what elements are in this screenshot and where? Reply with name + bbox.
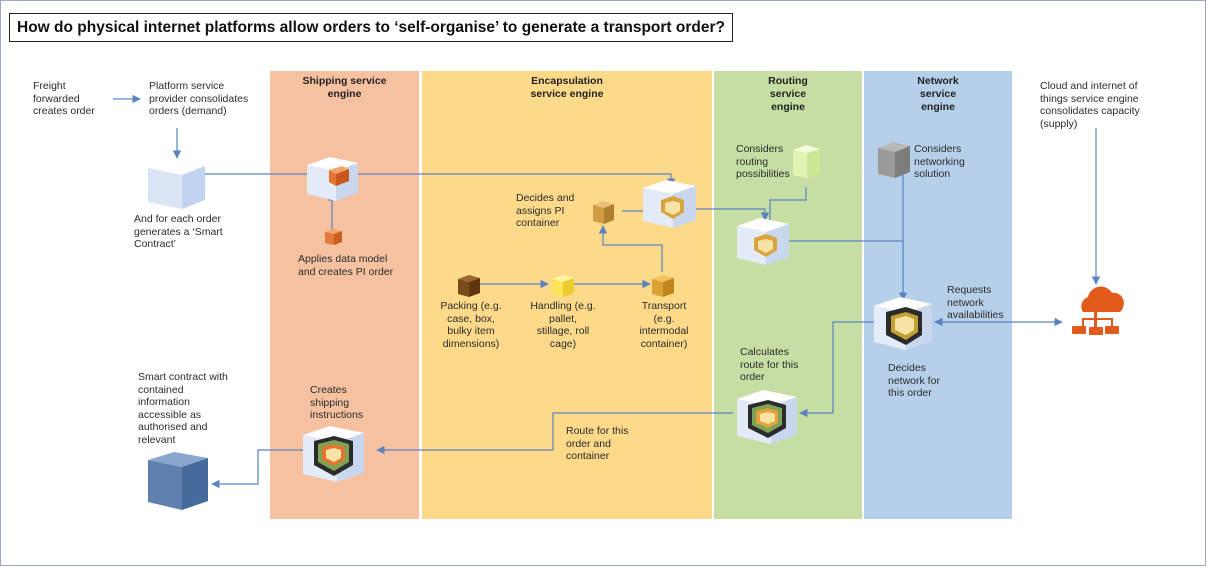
arrow-smartcontract-ship	[205, 173, 676, 187]
shipping-instructions-cube-icon	[303, 426, 364, 482]
arrow-encaps-routing	[690, 208, 770, 221]
pi-container-cube-icon	[643, 180, 696, 228]
decides-cube-icon	[593, 201, 614, 224]
routing-band: Routing service engine	[714, 71, 862, 519]
calculates-route-cube-icon	[737, 390, 797, 444]
arrow-route-shipping	[376, 412, 733, 455]
route-for-label: Route for this order and container	[566, 425, 629, 463]
cloud-icon	[1072, 286, 1124, 335]
decides-assigns-label: Decides and assigns PI container	[516, 192, 575, 230]
diagram-title: How do physical internet platforms allow…	[9, 13, 733, 42]
handling-cube-icon	[552, 275, 574, 297]
network-band-title: Network service engine	[917, 75, 959, 113]
smart-info-label: Smart contract with contained informatio…	[138, 371, 228, 446]
smart-contract-label: And for each order generates a ‘Smart Co…	[134, 213, 223, 251]
packing-label: Packing (e.g. case, box, bulky item dime…	[440, 300, 502, 350]
smart-contract-final-cube-icon	[148, 452, 208, 510]
decides-network-label: Decides network for this order	[888, 362, 940, 400]
network-cube-icon	[874, 297, 932, 350]
arrow-routing-network	[785, 240, 908, 301]
applies-label: Applies data model and creates PI order	[298, 253, 394, 278]
transport-label: Transport (e.g. intermodal container)	[639, 300, 689, 350]
freight-label: Freight forwarded creates order	[33, 80, 95, 118]
routing-cube-icon	[737, 218, 789, 265]
requests-label: Requests network availabilities	[947, 284, 1004, 322]
arrow-routing-green	[769, 187, 807, 220]
creates-shipping-label: Creates shipping instructions	[310, 384, 364, 422]
packing-cube-icon	[458, 275, 480, 297]
routing-band-title: Routing service engine	[768, 75, 808, 113]
networking-solution-cube-icon	[878, 142, 910, 178]
handling-label: Handling (e.g. pallet, stillage, roll ca…	[530, 300, 596, 350]
arrow-shipping-smart	[211, 449, 303, 489]
considers-routing-label: Considers routing possibilities	[736, 143, 790, 181]
calculates-label: Calculates route for this order	[740, 346, 799, 384]
data-model-cube-icon	[325, 229, 342, 245]
routing-possibilities-cube-icon	[793, 145, 820, 178]
smart-contract-cube-icon	[148, 160, 205, 209]
transport-cube-icon	[652, 275, 674, 297]
arrow-network-calc	[799, 321, 880, 418]
pi-order-cube-icon	[307, 157, 358, 201]
cloud-label: Cloud and internet of things service eng…	[1040, 80, 1140, 130]
encapsulation-band-title: Encapsulation service engine	[530, 75, 604, 100]
arrow-transport-decides	[598, 225, 663, 272]
shipping-band-title: Shipping service engine	[302, 75, 387, 100]
considers-network-label: Considers networking solution	[914, 143, 965, 181]
platform-label: Platform service provider consolidates o…	[149, 80, 249, 118]
